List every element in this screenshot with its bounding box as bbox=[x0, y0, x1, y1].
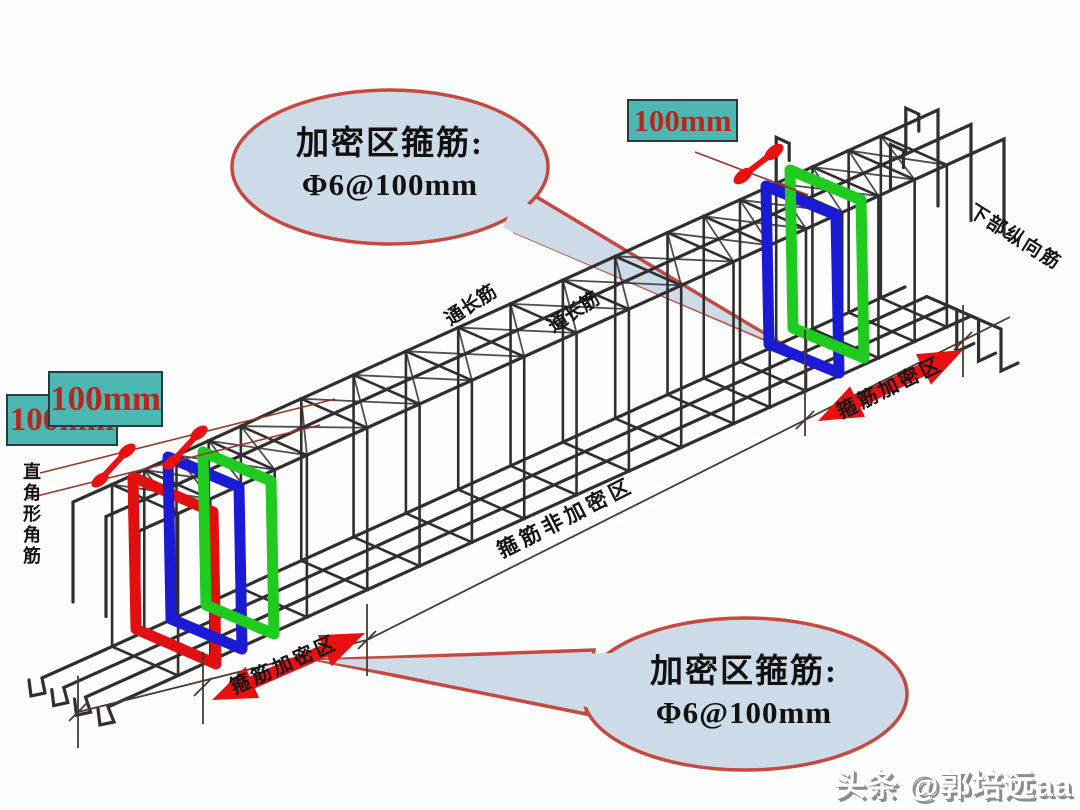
spacing-markers bbox=[24, 143, 809, 500]
cage-tie bbox=[847, 150, 880, 197]
arrow-shaft bbox=[240, 640, 337, 693]
cage-hook-right-top bbox=[969, 136, 1006, 237]
callout-bottom-tail-patch bbox=[318, 653, 612, 710]
spacing-dot bbox=[91, 472, 109, 488]
cage-tie bbox=[300, 398, 308, 456]
leader-line bbox=[39, 398, 336, 474]
cage-tie bbox=[880, 135, 916, 181]
spacing-dot bbox=[190, 425, 208, 441]
cage-tie bbox=[405, 351, 421, 405]
callout-bottom bbox=[317, 616, 909, 772]
cage-tie bbox=[562, 279, 578, 334]
callout-bottom-line2: Φ6@100mm bbox=[655, 695, 833, 731]
cage-tie bbox=[509, 303, 526, 357]
stirrup-highlight-blue-left bbox=[162, 451, 248, 655]
highlighted-stirrups bbox=[127, 164, 870, 670]
cage-hook-up bbox=[774, 134, 791, 185]
arrow-head bbox=[818, 386, 865, 421]
callout-bottom-line1: 加密区箍筋: bbox=[650, 654, 838, 691]
zone-dimension-lines bbox=[68, 305, 1011, 748]
dimension-slash bbox=[68, 702, 88, 722]
arrow-head bbox=[317, 633, 365, 667]
arrow-head bbox=[916, 350, 963, 385]
cage-hook-up bbox=[888, 141, 906, 193]
stirrup-highlight-blue-right bbox=[760, 180, 845, 379]
spacing-box-top-right: 100mm bbox=[627, 99, 738, 142]
callout-top bbox=[230, 88, 798, 355]
callout-bottom-text: 加密区箍筋: Φ6@100mm bbox=[650, 651, 838, 733]
callout-top-text: 加密区箍筋: Φ6@100mm bbox=[296, 123, 484, 205]
watermark-text: 头条 @郭培远aa bbox=[834, 768, 1072, 803]
dense-zone-arrows bbox=[212, 350, 963, 700]
spacing-box-left-front: 100mm bbox=[48, 371, 163, 427]
callout-top-tail-patch bbox=[503, 197, 797, 353]
cage-bottom-bar bbox=[98, 285, 907, 654]
cage-hook-right-bottom bbox=[969, 314, 1020, 374]
cage-hook-right-top bbox=[936, 122, 973, 223]
spacing-dot bbox=[118, 443, 136, 459]
label-right-angle-corner-bar: 直角形角筋 bbox=[21, 462, 41, 567]
arrow-head bbox=[212, 666, 260, 700]
stirrup-highlight-red-left bbox=[127, 471, 222, 670]
arrow-shaft bbox=[845, 359, 936, 412]
cage-hook-left-bottom bbox=[27, 650, 102, 698]
cage-tie bbox=[240, 425, 276, 471]
stirrup-highlight-green-left bbox=[197, 446, 280, 640]
cage-hook-right-top bbox=[903, 107, 940, 208]
dimension-slash bbox=[357, 630, 377, 650]
callout-top-line2: Φ6@100mm bbox=[301, 167, 479, 203]
cage-hook-up bbox=[904, 105, 921, 156]
dimension-slash bbox=[795, 410, 815, 430]
cage-hook-left-bottom bbox=[96, 679, 168, 727]
cage-hook-right-bottom bbox=[925, 294, 976, 355]
cage-hook-left-top bbox=[71, 488, 102, 604]
callout-top-line1: 加密区箍筋: bbox=[296, 126, 484, 163]
stirrup-highlight-green-right bbox=[784, 164, 870, 364]
cage-tie bbox=[352, 374, 369, 428]
cage-hook-left-bottom bbox=[72, 669, 146, 718]
dimension-slash bbox=[953, 331, 973, 351]
spacing-dot bbox=[163, 454, 181, 470]
cage-hook-left-bottom bbox=[50, 659, 124, 708]
cage-hook-left-top bbox=[104, 502, 135, 619]
callout-top-balloon bbox=[230, 88, 550, 246]
cage-tie bbox=[666, 232, 683, 286]
cage-tie bbox=[702, 215, 735, 263]
cage-bottom-bar bbox=[141, 304, 951, 673]
cage-tie bbox=[457, 327, 473, 381]
cage-tie bbox=[614, 256, 630, 310]
spacing-dot bbox=[733, 167, 753, 185]
spacing-dot bbox=[764, 143, 784, 161]
dimension-slash bbox=[193, 677, 213, 697]
